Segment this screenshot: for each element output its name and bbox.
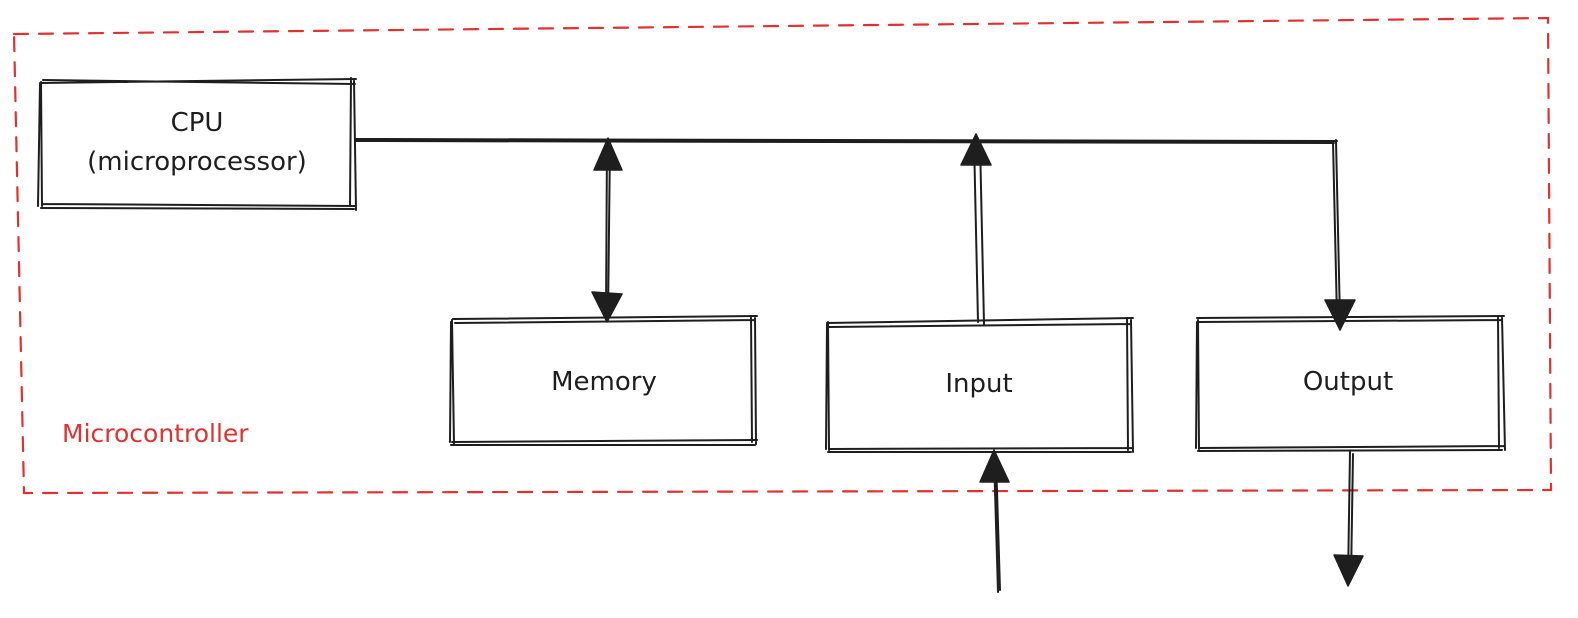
input-box <box>825 317 1134 453</box>
external-output-head <box>1333 554 1364 587</box>
input-label: Input <box>945 369 1012 399</box>
boundary-outline <box>12 16 1553 495</box>
bus-line <box>354 138 1338 144</box>
external-output-arrow <box>1333 451 1364 587</box>
microcontroller-boundary: Microcontroller <box>12 16 1553 495</box>
system-bus <box>354 138 1341 321</box>
bus-to-output-arrow <box>1324 299 1356 331</box>
input-arrow-head <box>960 133 992 166</box>
input-block[interactable]: Input <box>825 317 1134 453</box>
input-to-bus-arrow <box>960 133 992 325</box>
memory-arrow-head-up <box>593 137 623 171</box>
output-in-arrow-head <box>1324 299 1356 331</box>
input-arrow-shaft <box>973 139 985 325</box>
output-box <box>1195 315 1506 452</box>
cpu-label-line1: CPU <box>171 108 224 138</box>
output-block[interactable]: Output <box>1195 315 1506 452</box>
memory-arrow-head-down <box>591 291 623 323</box>
cpu-box <box>37 77 357 211</box>
memory-block[interactable]: Memory <box>449 315 758 446</box>
memory-bus-arrow <box>591 137 623 323</box>
output-label: Output <box>1303 367 1393 397</box>
external-input-head <box>979 449 1010 483</box>
bus-to-output-drop <box>1332 139 1341 321</box>
cpu-block[interactable]: CPU (microprocessor) <box>37 77 357 211</box>
cpu-label-line2: (microprocessor) <box>87 147 307 177</box>
external-input-arrow <box>979 449 1010 593</box>
memory-label: Memory <box>551 367 657 397</box>
container-label: Microcontroller <box>62 419 249 448</box>
